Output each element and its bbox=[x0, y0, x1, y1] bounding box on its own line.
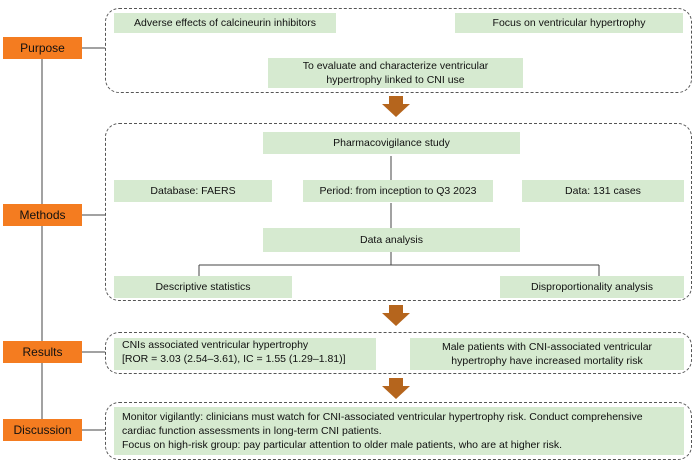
methods-box-descriptive: Descriptive statistics bbox=[114, 276, 292, 298]
stage-discussion: Discussion bbox=[3, 419, 82, 441]
stage-methods: Methods bbox=[3, 204, 82, 226]
arrow-down-icon bbox=[382, 305, 410, 326]
discussion-box: Monitor vigilantly: clinicians must watc… bbox=[114, 407, 684, 455]
discussion-text: cardiac function assessments in long-ter… bbox=[122, 425, 382, 437]
results-box-association: CNIs associated ventricular hypertrophy … bbox=[114, 338, 376, 370]
box-text: Data analysis bbox=[359, 234, 424, 246]
methods-box-database: Database: FAERS bbox=[114, 180, 272, 202]
discussion-text: Monitor vigilantly: clinicians must watc… bbox=[122, 411, 643, 423]
purpose-box-cni-effects: Adverse effects of calcineurin inhibitor… bbox=[114, 13, 336, 33]
arrow-down-icon bbox=[382, 96, 410, 117]
box-text: Database: FAERS bbox=[150, 185, 236, 197]
stage-label: Results bbox=[22, 345, 63, 359]
purpose-box-objective: To evaluate and characterize ventricular… bbox=[268, 58, 523, 88]
discussion-text: Focus on high-risk group: pay particular… bbox=[122, 439, 563, 451]
methods-box-period: Period: from inception to Q3 2023 bbox=[303, 180, 493, 202]
stage-label: Discussion bbox=[13, 423, 72, 437]
box-text: To evaluate and characterize ventricular bbox=[302, 60, 489, 72]
box-text: [ROR = 3.03 (2.54–3.61), IC = 1.55 (1.29… bbox=[122, 353, 346, 365]
box-text: Period: from inception to Q3 2023 bbox=[319, 185, 477, 197]
results-panel bbox=[105, 332, 692, 374]
results-box-mortality: Male patients with CNI-associated ventri… bbox=[410, 338, 684, 370]
box-text: hypertrophy have increased mortality ris… bbox=[451, 355, 643, 367]
stage-purpose: Purpose bbox=[3, 37, 82, 59]
methods-box-disproportionality: Disproportionality analysis bbox=[500, 276, 684, 298]
box-text: Descriptive statistics bbox=[155, 281, 251, 293]
box-text: Pharmacovigilance study bbox=[333, 137, 450, 149]
box-text: Disproportionality analysis bbox=[531, 281, 653, 293]
discussion-panel bbox=[105, 402, 692, 460]
purpose-box-focus: Focus on ventricular hypertrophy bbox=[455, 13, 683, 33]
box-text: hypertrophy linked to CNI use bbox=[326, 74, 465, 86]
arrow-down-icon bbox=[382, 378, 410, 399]
methods-box-data: Data: 131 cases bbox=[522, 180, 684, 202]
purpose-panel bbox=[105, 8, 692, 93]
box-text: CNIs associated ventricular hypertrophy bbox=[122, 339, 309, 351]
stage-label: Purpose bbox=[20, 41, 65, 55]
box-text: Male patients with CNI-associated ventri… bbox=[441, 341, 653, 353]
box-text: Adverse effects of calcineurin inhibitor… bbox=[134, 17, 316, 29]
methods-panel bbox=[105, 123, 692, 301]
stage-results: Results bbox=[3, 341, 82, 363]
box-text: Focus on ventricular hypertrophy bbox=[492, 17, 646, 29]
stage-label: Methods bbox=[19, 208, 66, 222]
methods-box-analysis: Data analysis bbox=[263, 228, 520, 252]
methods-box-study: Pharmacovigilance study bbox=[263, 132, 520, 154]
box-text: Data: 131 cases bbox=[565, 185, 641, 197]
